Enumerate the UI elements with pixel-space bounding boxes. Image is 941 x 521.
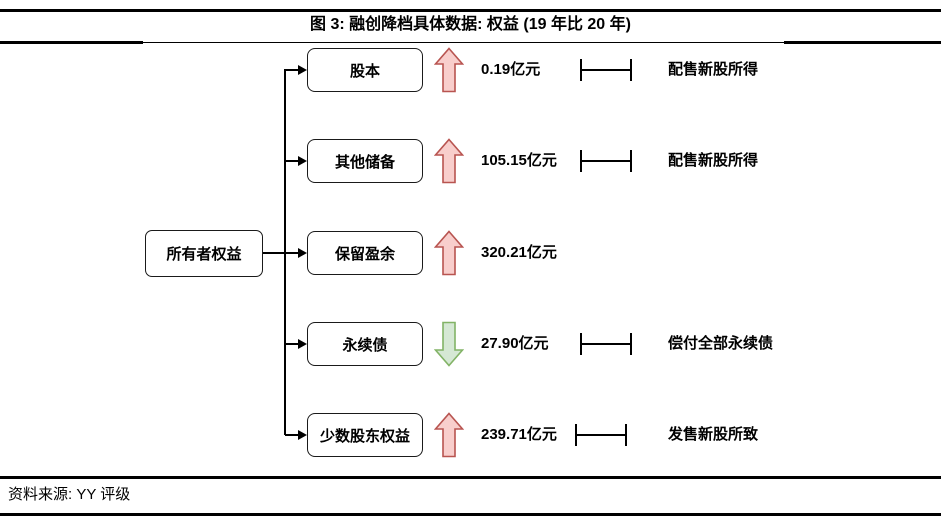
value-label: 105.15亿元 — [481, 152, 557, 169]
range-connector — [580, 333, 632, 355]
node-other-reserves: 其他储备 — [307, 139, 423, 183]
connector-line — [285, 434, 299, 436]
down-arrow-icon — [434, 321, 464, 367]
node-label: 其他储备 — [334, 153, 395, 171]
connector-line — [285, 69, 299, 71]
value-label: 27.90亿元 — [481, 335, 549, 352]
value-label: 239.71亿元 — [481, 426, 557, 443]
node-label: 股本 — [349, 62, 380, 80]
header-rule-left — [0, 41, 143, 44]
note-label: 配售新股所得 — [668, 61, 759, 78]
connector-line — [263, 252, 299, 254]
up-arrow-icon — [434, 47, 464, 93]
figure-title: 图 3: 融创降档具体数据: 权益 (19 年比 20 年) — [310, 16, 631, 33]
node-label: 保留盈余 — [334, 245, 395, 263]
node-perpetual-bonds: 永续债 — [307, 322, 423, 366]
value-label: 0.19亿元 — [481, 61, 541, 78]
up-arrow-icon — [434, 230, 464, 276]
footer-rule-bottom — [0, 513, 941, 516]
footer-rule-top — [0, 476, 941, 479]
range-connector — [580, 150, 632, 172]
header-rule-right — [784, 41, 941, 44]
source-note: 资料来源: YY 评级 — [8, 486, 131, 503]
value-label: 320.21亿元 — [481, 244, 557, 261]
arrowhead-icon — [298, 64, 307, 75]
node-label: 永续债 — [342, 336, 388, 354]
connector-line — [285, 343, 299, 345]
header-rule-mid — [143, 42, 784, 44]
note-label: 发售新股所致 — [668, 426, 759, 443]
note-label: 偿付全部永续债 — [668, 335, 774, 352]
connector-line — [285, 160, 299, 162]
up-arrow-icon — [434, 412, 464, 458]
node-retained-earnings: 保留盈余 — [307, 231, 423, 275]
node-share-capital: 股本 — [307, 48, 423, 92]
node-owners-equity: 所有者权益 — [145, 230, 263, 277]
root-label: 所有者权益 — [166, 246, 242, 263]
arrowhead-icon — [298, 155, 307, 166]
arrowhead-icon — [298, 247, 307, 258]
up-arrow-icon — [434, 138, 464, 184]
note-label: 配售新股所得 — [668, 152, 759, 169]
range-connector — [580, 59, 632, 81]
trunk-line — [284, 69, 286, 435]
top-rule — [0, 9, 941, 12]
range-connector — [575, 424, 627, 446]
arrowhead-icon — [298, 429, 307, 440]
node-minority-interest: 少数股东权益 — [307, 413, 423, 457]
arrowhead-icon — [298, 338, 307, 349]
node-label: 少数股东权益 — [319, 427, 410, 445]
